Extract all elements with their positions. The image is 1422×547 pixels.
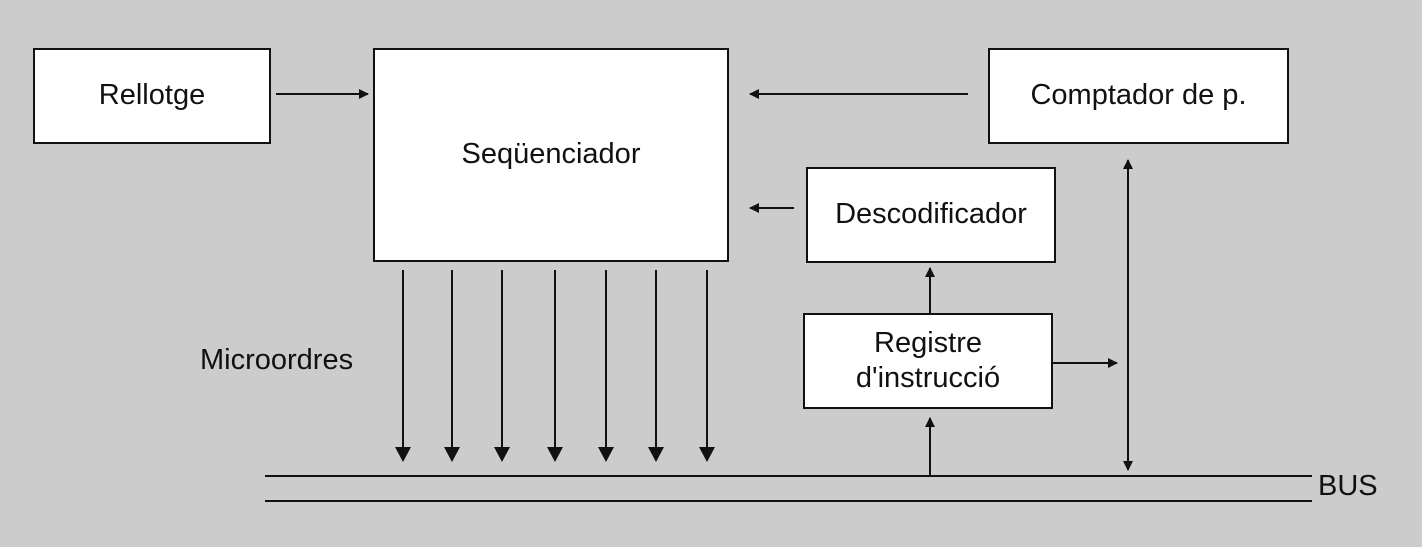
rellotge-block: Rellotge [33, 48, 271, 144]
rellotge-label: Rellotge [98, 79, 206, 112]
sequenciador-block: Seqüenciador [373, 48, 729, 262]
microordre-arrowhead [444, 447, 460, 462]
descodificador-block: Descodificador [806, 167, 1056, 263]
microordres-label: Microordres [200, 344, 354, 376]
registre-label-line1: Registre [874, 326, 982, 359]
microordre-arrowhead [395, 447, 411, 462]
descodificador-label: Descodificador [835, 198, 1027, 231]
comptador-label: Comptador de p. [1030, 79, 1247, 112]
microordre-arrowhead [699, 447, 715, 462]
microordre-arrowhead [494, 447, 510, 462]
bus-label: BUS [1318, 470, 1378, 502]
registre-instruccio-block: Registre d'instrucció [803, 313, 1053, 409]
sequenciador-label: Seqüenciador [461, 138, 641, 171]
microordre-arrowhead [547, 447, 563, 462]
microordre-arrowhead [648, 447, 664, 462]
comptador-block: Comptador de p. [988, 48, 1289, 144]
registre-label-line2: d'instrucció [855, 362, 1001, 394]
microordre-arrowhead [598, 447, 614, 462]
